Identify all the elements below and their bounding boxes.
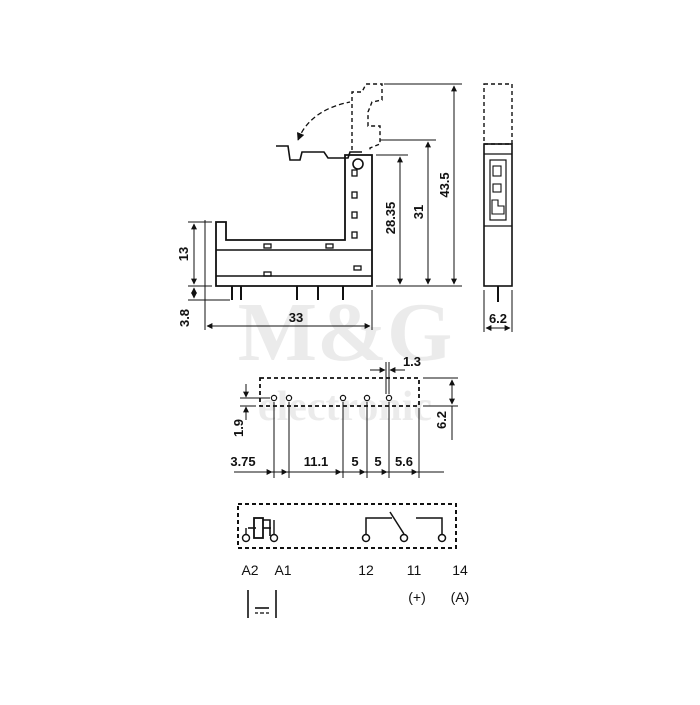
terminal-12-label: 12	[358, 562, 374, 578]
dim-height-43-5: 43.5	[437, 172, 452, 197]
terminal-14-label: 14	[452, 562, 468, 578]
dim-5-b: 5	[374, 454, 381, 469]
dim-height-13: 13	[176, 247, 191, 261]
dim-height-28-35: 28.35	[383, 202, 398, 235]
dim-height-6-2: 6.2	[434, 411, 449, 429]
coil-symbol	[241, 517, 279, 543]
terminal-11-label: 11	[407, 562, 422, 578]
watermark-brand: M&G	[238, 286, 453, 379]
footprint-holes	[270, 394, 393, 402]
dim-5-6: 5.6	[395, 454, 413, 469]
dim-height-31: 31	[411, 205, 426, 219]
dc-supply-icon	[247, 590, 277, 618]
contact-symbol	[361, 511, 447, 543]
polarity-plus-label: (+)	[408, 589, 426, 605]
relay-body	[215, 154, 373, 287]
polarity-a-label: (A)	[451, 589, 470, 605]
end-view	[483, 83, 513, 332]
watermark: M&G electronic	[238, 286, 453, 430]
rotation-arc	[296, 101, 351, 141]
dim-3-75: 3.75	[230, 454, 255, 469]
clip-pivot	[352, 158, 364, 170]
terminal-a1-label: A1	[274, 562, 291, 578]
end-body	[483, 143, 513, 287]
clip-closed	[276, 145, 362, 161]
schematic-outline	[237, 503, 457, 549]
schematic	[237, 503, 457, 549]
dim-pitch-1-3: 1.3	[403, 354, 421, 369]
side-dimensions	[188, 83, 462, 329]
footprint-outline	[259, 377, 420, 407]
dim-11-1: 11.1	[304, 454, 329, 469]
dim-end-width-6-2: 6.2	[489, 311, 507, 326]
body-details	[263, 169, 362, 277]
dim-5-a: 5	[351, 454, 358, 469]
end-clip-dashed	[483, 83, 513, 145]
side-view	[204, 83, 383, 330]
clip-open-dashed	[351, 83, 383, 152]
dim-pin-3-8: 3.8	[177, 309, 192, 327]
terminal-a2-label: A2	[241, 562, 258, 578]
footprint-view	[234, 362, 458, 478]
dim-offset-1-9: 1.9	[231, 419, 246, 437]
side-pins	[231, 286, 344, 300]
watermark-sub: electronic	[258, 384, 432, 430]
dim-width-33: 33	[289, 310, 303, 325]
